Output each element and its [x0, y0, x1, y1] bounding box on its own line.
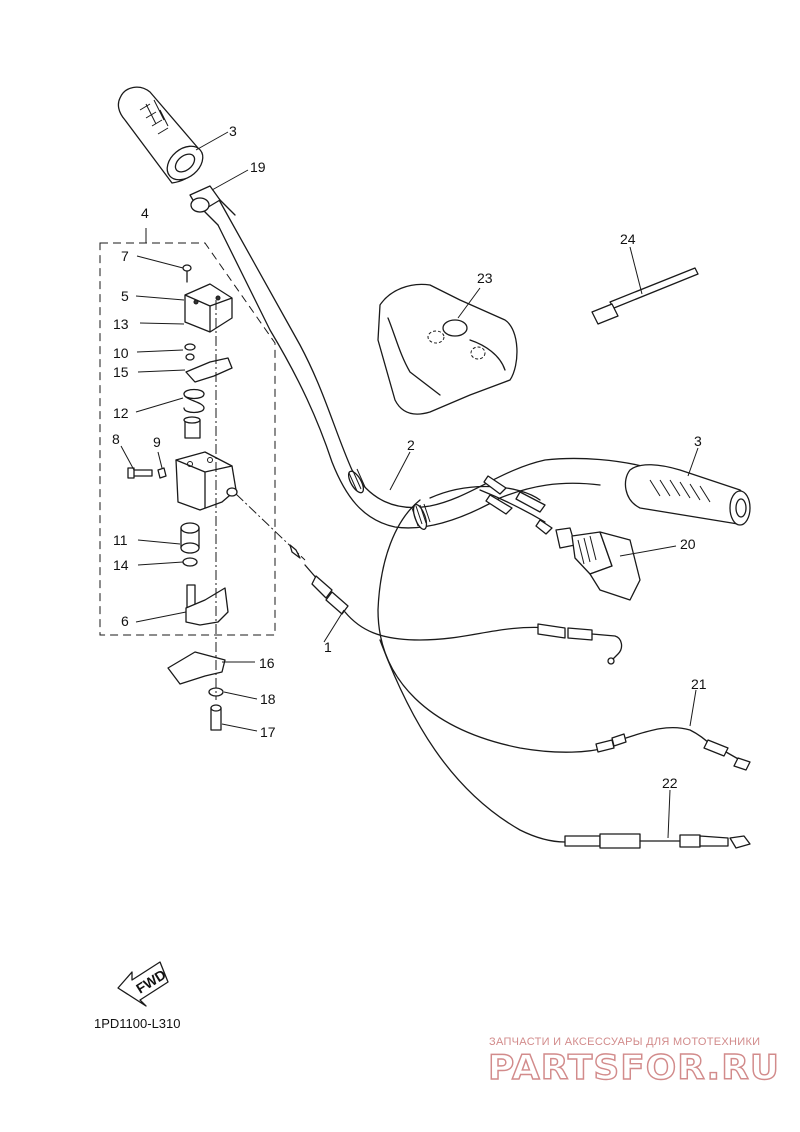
throttle-housing[interactable] — [175, 451, 238, 511]
callout-19: 19 — [250, 159, 266, 175]
knurl-right — [411, 503, 431, 530]
callout-labels: 1 2 3 3 4 5 6 7 8 9 10 11 12 13 14 15 16… — [112, 123, 707, 791]
leader-lines — [120, 131, 699, 839]
callout-23: 23 — [477, 270, 493, 286]
callout-7: 7 — [121, 248, 129, 264]
diagram-code: 1PD1100-L310 — [94, 1016, 181, 1031]
callout-11: 11 — [113, 532, 128, 548]
clamp-16[interactable] — [167, 651, 226, 685]
bracket-6[interactable] — [185, 584, 229, 626]
cable-22[interactable] — [379, 639, 751, 849]
collar-11[interactable] — [180, 522, 200, 554]
callout-6: 6 — [121, 613, 129, 629]
callout-8: 8 — [112, 431, 120, 447]
callout-1: 1 — [324, 639, 332, 655]
callout-4: 4 — [141, 205, 149, 221]
callout-13: 13 — [113, 316, 129, 332]
callout-16: 16 — [259, 655, 275, 671]
callout-15: 15 — [113, 364, 129, 380]
callout-2: 2 — [407, 437, 415, 453]
callout-20: 20 — [680, 536, 696, 552]
watermark-logo-text: PARTSFOR.RU — [488, 1048, 780, 1087]
nut-10[interactable] — [184, 343, 196, 361]
fwd-arrow-icon: FWD — [117, 961, 169, 1007]
watermark-tagline: ЗАПЧАСТИ И АКСЕССУАРЫ ДЛЯ МОТОТЕХНИКИ — [489, 1036, 761, 1048]
washer-14[interactable] — [182, 557, 198, 567]
throttle-cable-1[interactable] — [289, 544, 623, 665]
callout-18: 18 — [260, 691, 276, 707]
assembly-4-boundary — [99, 242, 276, 636]
callout-17: 17 — [260, 724, 276, 740]
callout-24: 24 — [620, 231, 636, 247]
callout-3-left: 3 — [229, 123, 237, 139]
grip-right[interactable] — [624, 464, 751, 526]
cable-21[interactable] — [595, 726, 751, 771]
cover-13[interactable] — [184, 283, 233, 333]
spring-12[interactable] — [183, 388, 205, 414]
callout-3-right: 3 — [694, 433, 702, 449]
callout-10: 10 — [113, 345, 129, 361]
callout-12: 12 — [113, 405, 129, 421]
kill-switch-20[interactable] — [555, 527, 641, 601]
handlebar[interactable] — [199, 197, 651, 531]
bolt-8[interactable] — [127, 467, 153, 479]
callout-5: 5 — [121, 288, 129, 304]
callout-9: 9 — [153, 434, 161, 450]
cable-main — [377, 499, 606, 753]
callout-21: 21 — [691, 676, 707, 692]
grip-left[interactable] — [117, 86, 209, 186]
callout-14: 14 — [113, 557, 129, 573]
sleeve[interactable] — [183, 416, 201, 439]
knurl-left — [347, 468, 366, 494]
watermark-logo: PARTSFOR.RU — [488, 1047, 780, 1087]
plate-15[interactable] — [185, 357, 233, 383]
cable-cover-23[interactable] — [377, 283, 518, 415]
nut-9[interactable] — [157, 467, 167, 479]
callout-22: 22 — [662, 775, 678, 791]
collar-19[interactable] — [189, 185, 221, 213]
cable-tie-24[interactable] — [591, 267, 699, 325]
bolt-17[interactable] — [210, 704, 222, 731]
screw-7[interactable] — [182, 264, 192, 283]
